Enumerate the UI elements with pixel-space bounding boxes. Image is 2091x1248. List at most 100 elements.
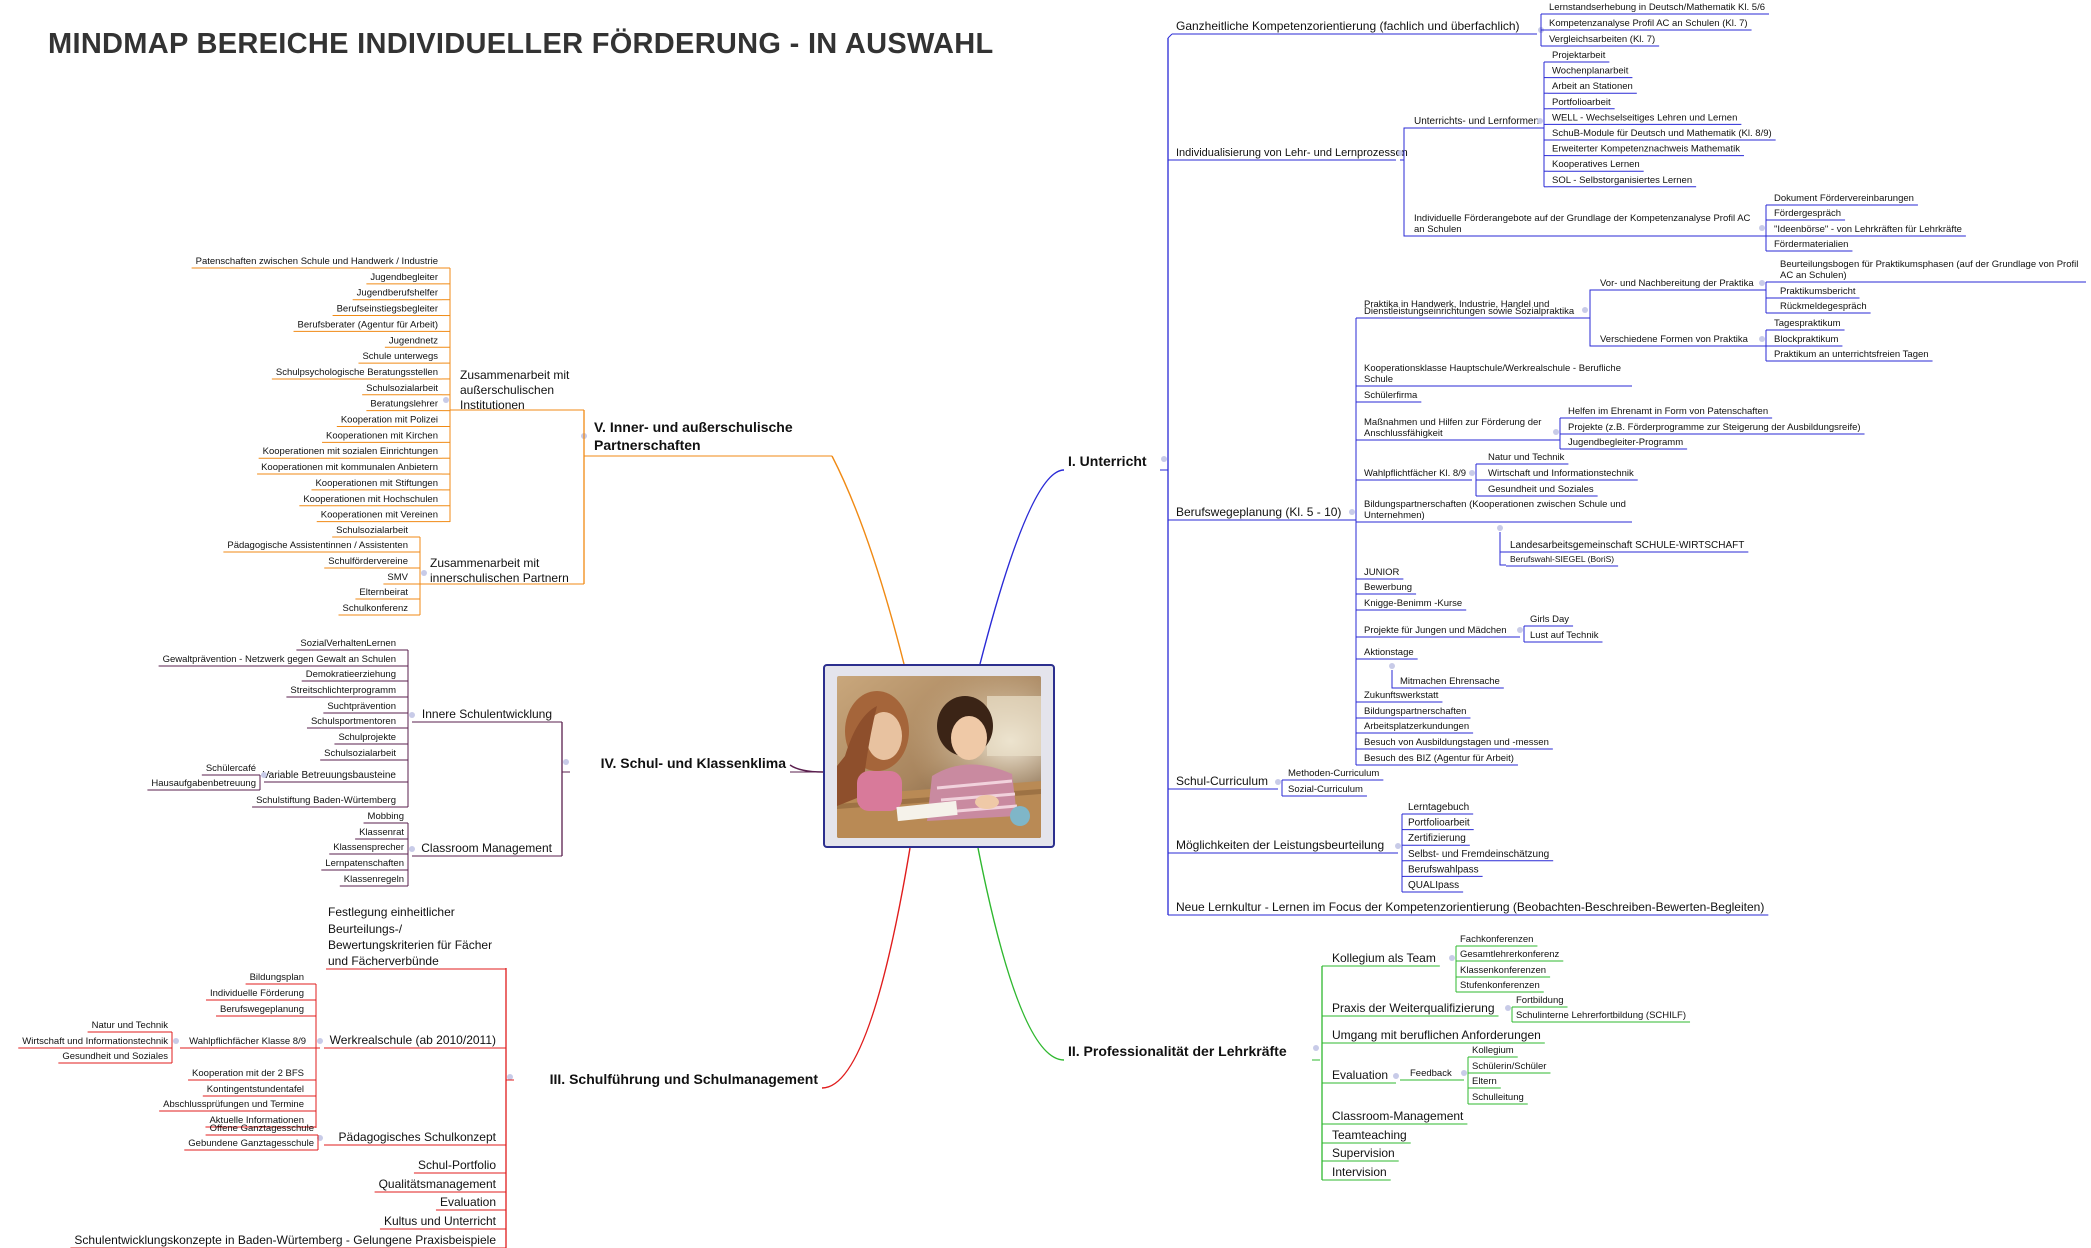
node-label: Fördergespräch bbox=[1774, 208, 1841, 219]
node-label: "Ideenbörse" - von Lehrkräften für Lehrk… bbox=[1774, 224, 1962, 235]
connector-line bbox=[1499, 532, 1506, 566]
node-label: SchuB-Module für Deutsch und Mathematik … bbox=[1552, 128, 1772, 139]
node-label: Portfolioarbeit bbox=[1552, 97, 1611, 108]
node-label: Evaluation bbox=[1332, 1068, 1388, 1082]
node-label: Streitschlichterprogramm bbox=[290, 685, 396, 696]
central-image-frame bbox=[823, 664, 1055, 848]
node-label: Klassenkonferenzen bbox=[1460, 965, 1546, 976]
node-label: Lernpatenschaften bbox=[325, 858, 404, 869]
node-label: Sozial-Curriculum bbox=[1288, 784, 1363, 795]
node-label: an Schulen bbox=[1414, 224, 1462, 235]
node-label: Jugendnetz bbox=[389, 335, 438, 346]
node-label: Vergleichsarbeiten (Kl. 7) bbox=[1549, 34, 1655, 45]
node-label: Bildungspartnerschaften (Kooperationen z… bbox=[1364, 499, 1626, 510]
node-label: Kooperation mit der 2 BFS bbox=[192, 1068, 304, 1079]
collapse-dot bbox=[1759, 336, 1765, 342]
collapse-dot bbox=[1505, 1005, 1511, 1011]
node-label: Helfen im Ehrenamt in Form von Patenscha… bbox=[1568, 406, 1768, 417]
node-label: Schulpsychologische Beratungsstellen bbox=[276, 367, 438, 378]
node-label: Fortbildung bbox=[1516, 995, 1564, 1006]
node-label: Wochenplanarbeit bbox=[1552, 66, 1629, 77]
branch-klima: IV. Schul- und Klassenklima bbox=[601, 755, 787, 771]
node-label: Jugendbegleiter bbox=[370, 272, 438, 283]
branch-klima-connector bbox=[789, 764, 824, 773]
node-label: Schulsozialarbeit bbox=[324, 748, 396, 759]
node-label: Innere Schulentwicklung bbox=[422, 707, 552, 721]
node-label: Festlegung einheitlicher bbox=[328, 905, 455, 919]
node-label: Landesarbeitsgemeinschaft SCHULE-WIRTSCH… bbox=[1510, 540, 1744, 551]
collapse-dot bbox=[1349, 509, 1355, 515]
node-label: Maßnahmen und Hilfen zur Förderung der bbox=[1364, 417, 1541, 428]
node-label: SozialVerhaltenLernen bbox=[300, 638, 396, 649]
node-label: Individualisierung von Lehr- und Lernpro… bbox=[1176, 147, 1408, 159]
node-label: und Fächerverbünde bbox=[328, 954, 439, 968]
branch-professionalitaet: II. Professionalität der Lehrkräfte bbox=[1068, 1043, 1287, 1059]
node-label: Arbeit an Stationen bbox=[1552, 81, 1633, 92]
node-label: Rückmeldegespräch bbox=[1780, 301, 1867, 312]
node-label: Aktuelle Informationen bbox=[209, 1115, 304, 1126]
node-label: Beratungslehrer bbox=[370, 399, 438, 410]
collapse-dot bbox=[1389, 663, 1395, 669]
node-label: Lerntagebuch bbox=[1408, 802, 1469, 813]
node-label: Zukunftswerkstatt bbox=[1364, 690, 1439, 701]
node-label: Bildungsplan bbox=[250, 972, 304, 983]
node-label: Schule unterwegs bbox=[362, 351, 438, 362]
collapse-dot bbox=[1449, 955, 1455, 961]
connector-line bbox=[1391, 670, 1396, 689]
collapse-dot bbox=[409, 846, 415, 852]
node-label: Berufseinstiegsbegleiter bbox=[337, 304, 438, 315]
node-label: Blockpraktikum bbox=[1774, 334, 1838, 345]
collapse-dot bbox=[1393, 1073, 1399, 1079]
node-label: Schülerin/Schüler bbox=[1472, 1061, 1546, 1072]
node-label: Classroom-Management bbox=[1332, 1109, 1464, 1123]
node-label: Bewerbung bbox=[1364, 582, 1412, 593]
connector-line bbox=[1403, 127, 1410, 160]
node-label: Berufswegeplanung (Kl. 5 - 10) bbox=[1176, 505, 1341, 519]
node-label: Girls Day bbox=[1530, 614, 1569, 625]
node-label: Portfolioarbeit bbox=[1408, 818, 1470, 829]
connector-line bbox=[1589, 318, 1596, 347]
node-label: Supervision bbox=[1332, 1146, 1395, 1160]
node-label: Kollegium bbox=[1472, 1045, 1514, 1056]
node-label: Schule bbox=[1364, 374, 1393, 385]
collapse-dot bbox=[1537, 118, 1543, 124]
node-label: Demokratieerziehung bbox=[306, 669, 396, 680]
node-label: Schulsozialarbeit bbox=[366, 383, 438, 394]
node-label: Klassenregeln bbox=[344, 874, 404, 885]
collapse-dot bbox=[1395, 843, 1401, 849]
node-label: Werkrealschule (ab 2010/2011) bbox=[330, 1033, 496, 1047]
collapse-dot bbox=[1461, 1070, 1467, 1076]
node-label: Praktikum an unterrichtsfreien Tagen bbox=[1774, 349, 1929, 360]
node-label: Intervision bbox=[1332, 1165, 1387, 1179]
node-label: Variable Betreuungsbausteine bbox=[263, 770, 397, 781]
branch-unterricht-connector bbox=[979, 469, 1065, 665]
node-label: Schülerfirma bbox=[1364, 390, 1418, 401]
node-label: Kooperationen mit Kirchen bbox=[326, 430, 438, 441]
node-label: Qualitätsmanagement bbox=[379, 1177, 497, 1191]
collapse-dot bbox=[1161, 456, 1167, 462]
node-label: Schulstiftung Baden-Würtemberg bbox=[256, 795, 396, 806]
branch-partnerschaften: V. Inner- und außerschulische bbox=[594, 419, 793, 435]
collapse-dot bbox=[507, 1074, 513, 1080]
node-label: Schulsportmentoren bbox=[311, 716, 396, 727]
node-label: Gesamtlehrerkonferenz bbox=[1460, 949, 1560, 960]
node-label: Kollegium als Team bbox=[1332, 951, 1436, 965]
node-label: Verschiedene Formen von Praktika bbox=[1600, 334, 1749, 345]
collapse-dot bbox=[421, 570, 427, 576]
node-label: Jugendberufshelfer bbox=[357, 288, 438, 299]
node-label: Patenschaften zwischen Schule und Handwe… bbox=[196, 256, 438, 267]
node-label: Kultus und Unterricht bbox=[384, 1214, 497, 1228]
node-label: Jugendbegleiter-Programm bbox=[1568, 437, 1683, 448]
node-label: Berufswahl-SIEGEL (BoriS) bbox=[1510, 554, 1614, 564]
collapse-dot bbox=[443, 397, 449, 403]
node-label: Schul-Portfolio bbox=[418, 1158, 496, 1172]
node-label: Praktika in Handwerk, Industrie, Handel … bbox=[1364, 299, 1549, 310]
node-label: Classroom Management bbox=[421, 841, 552, 855]
node-label: Berufswegeplanung bbox=[220, 1004, 304, 1015]
connector-line bbox=[1585, 289, 1596, 319]
node-label: Zertifizierung bbox=[1408, 833, 1466, 844]
node-label: Ganzheitliche Kompetenzorientierung (fac… bbox=[1176, 19, 1520, 33]
node-label: Arbeitsplatzerkundungen bbox=[1364, 721, 1469, 732]
node-label: Suchtprävention bbox=[327, 701, 396, 712]
